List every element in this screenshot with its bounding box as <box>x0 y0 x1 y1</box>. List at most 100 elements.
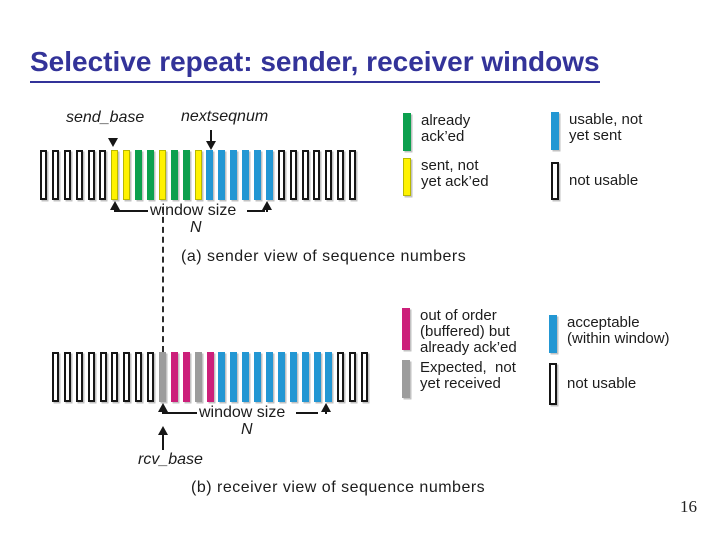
seq-bar-green <box>135 150 143 200</box>
seq-bar-blue <box>242 150 250 200</box>
sender-window-size-label: window size <box>150 202 237 219</box>
seq-bar-yellow <box>194 150 202 200</box>
legend-label: not usable <box>567 375 637 392</box>
rcv-base-label: rcv_base <box>138 451 203 468</box>
seq-bar-white <box>289 150 297 200</box>
receiver-window-right-stem <box>325 411 327 414</box>
seq-bar-white <box>349 352 357 402</box>
sender-window-bracket-line <box>116 210 148 212</box>
legend-item-not-usable: not usable <box>551 162 638 200</box>
receiver-caption: (b) receiver view of sequence numbers <box>191 479 486 496</box>
seq-bar-white <box>135 352 143 402</box>
seq-bar-white <box>87 150 95 200</box>
slide-title: Selective repeat: sender, receiver windo… <box>30 46 600 83</box>
seq-bar-white <box>52 352 59 402</box>
seq-bar-blue <box>206 150 214 200</box>
seq-bar-white <box>40 150 47 200</box>
seq-bar-white <box>99 150 107 200</box>
sender-caption: (a) sender view of sequence numbers <box>181 248 467 265</box>
sent-swatch-icon <box>403 158 411 196</box>
seq-bar-white <box>123 352 131 402</box>
not-usable-swatch-icon <box>551 162 559 200</box>
seq-bar-gray <box>159 352 167 402</box>
rcv-base-arrowhead-icon <box>158 426 168 435</box>
receiver-window-bracket-line <box>164 412 197 414</box>
legend-item-not-usable: not usable <box>549 363 636 405</box>
seq-bar-magenta <box>170 352 178 402</box>
receiver-sequence-row <box>52 352 369 402</box>
already-acked-swatch-icon <box>403 113 411 151</box>
sender-window-right-arrow-icon <box>262 201 272 210</box>
seq-bar-white <box>111 352 119 402</box>
receiver-window-left-arrow-icon <box>158 403 168 412</box>
seq-bar-white <box>63 150 71 200</box>
seq-bar-white <box>337 352 345 402</box>
seq-bar-blue <box>266 352 274 402</box>
usable-swatch-icon <box>551 112 559 150</box>
send-base-label: send_base <box>66 109 145 126</box>
seq-bar-white <box>313 150 321 200</box>
receiver-window-size-label: window size <box>199 404 286 421</box>
seq-bar-blue <box>230 150 238 200</box>
seq-bar-blue <box>230 352 238 402</box>
sender-window-right-stem <box>266 209 268 212</box>
send-base-pointer-icon <box>108 138 118 147</box>
seq-bar-white <box>63 352 71 402</box>
seq-bar-white <box>99 352 107 402</box>
seq-bar-white <box>51 150 59 200</box>
seq-bar-yellow <box>123 150 131 200</box>
seq-bar-blue <box>242 352 250 402</box>
seq-bar-green <box>170 150 178 200</box>
seq-bar-white <box>75 150 83 200</box>
legend-label: acceptable(within window) <box>567 314 670 347</box>
receiver-window-bracket-line <box>296 412 318 414</box>
acceptable-swatch-icon <box>549 315 557 353</box>
sender-window-left-arrow-icon <box>110 201 120 210</box>
seq-bar-blue <box>325 352 333 402</box>
sequence-alignment-dashed-line <box>162 207 164 352</box>
seq-bar-blue <box>265 150 273 200</box>
sender-window-n-label: N <box>190 219 202 236</box>
seq-bar-blue <box>277 352 285 402</box>
receiver-window-n-label: N <box>241 421 253 438</box>
seq-bar-yellow <box>158 150 166 200</box>
seq-bar-green <box>147 150 155 200</box>
page-number: 16 <box>680 497 697 516</box>
seq-bar-blue <box>254 352 262 402</box>
seq-bar-white <box>349 150 357 200</box>
seq-bar-blue <box>313 352 321 402</box>
seq-bar-blue <box>218 150 226 200</box>
sender-window-bracket-line <box>247 210 265 212</box>
nextseqnum-label: nextseqnum <box>181 108 269 125</box>
out-of-order-swatch-icon <box>402 308 410 350</box>
seq-bar-white <box>87 352 95 402</box>
legend-label: not usable <box>569 172 639 189</box>
seq-bar-magenta <box>206 352 214 402</box>
seq-bar-yellow <box>111 150 119 200</box>
seq-bar-magenta <box>182 352 190 402</box>
seq-bar-white <box>325 150 333 200</box>
seq-bar-white <box>361 352 369 402</box>
expected-swatch-icon <box>402 360 410 398</box>
seq-bar-blue <box>218 352 226 402</box>
seq-bar-white <box>147 352 155 402</box>
seq-bar-gray <box>194 352 202 402</box>
not-usable-swatch-icon <box>549 363 557 405</box>
legend-item-acceptable-within-window: acceptable(within window) <box>549 315 670 353</box>
seq-bar-blue <box>301 352 309 402</box>
seq-bar-green <box>182 150 190 200</box>
seq-bar-white <box>277 150 285 200</box>
seq-bar-white <box>301 150 309 200</box>
seq-bar-white <box>337 150 345 200</box>
rcv-base-arrow-icon <box>162 434 164 450</box>
receiver-window-right-arrow-icon <box>321 403 331 412</box>
